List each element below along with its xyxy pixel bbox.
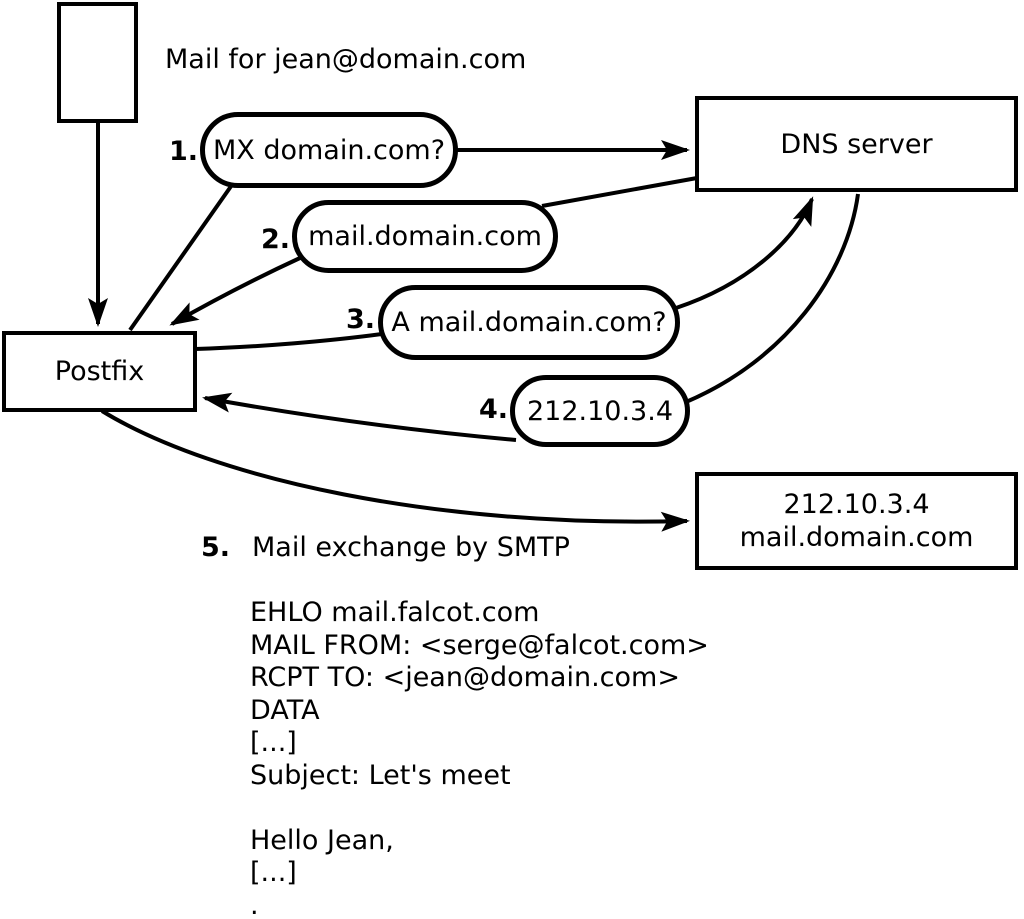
edge-postfix-to-query3	[194, 332, 383, 351]
edge-answer4-to-postfix	[202, 392, 517, 442]
step3-number: 3.	[345, 304, 375, 335]
step5-number: 5.	[200, 532, 230, 563]
mail-server-ip: 212.10.3.4	[783, 489, 930, 520]
step2-answer-bubble: mail.domain.com	[292, 200, 558, 273]
step5-label: Mail exchange by SMTP	[252, 532, 570, 563]
message-envelope-icon	[57, 2, 138, 123]
edge-dns-to-answer2	[541, 176, 698, 208]
edge-postfix-to-mailserver	[100, 409, 690, 532]
mail-note: Mail for jean@domain.com	[165, 44, 527, 75]
step1-number: 1.	[168, 136, 198, 167]
step4-number: 4.	[478, 394, 508, 425]
step2-number: 2.	[260, 224, 290, 255]
step3-query-bubble: A mail.domain.com?	[378, 285, 680, 360]
smtp-session-transcript: EHLO mail.falcot.com MAIL FROM: <serge@f…	[250, 597, 709, 919]
postfix-node: Postfix	[2, 331, 197, 412]
edge-query3-to-dns	[675, 196, 814, 310]
edge-postfix-to-query1	[128, 180, 236, 332]
step1-query-bubble: MX domain.com?	[200, 112, 458, 188]
edge-answer2-to-postfix	[169, 256, 301, 326]
mail-server-hostname: mail.domain.com	[739, 522, 974, 553]
step4-answer-bubble: 212.10.3.4	[510, 375, 690, 447]
mail-server-node: 212.10.3.4 mail.domain.com	[695, 472, 1018, 570]
edge-dns-to-answer4	[685, 193, 860, 404]
dns-server-node: DNS server	[695, 96, 1018, 192]
